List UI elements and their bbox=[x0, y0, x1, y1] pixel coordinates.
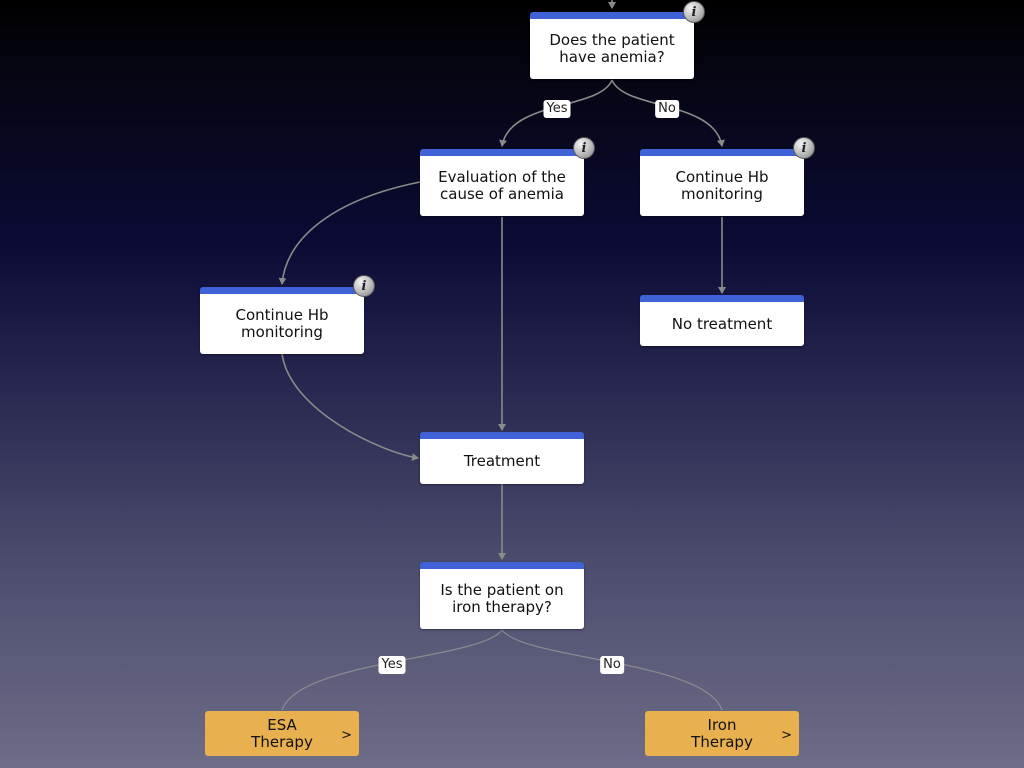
info-icon-continue-hb-right[interactable]: i bbox=[793, 137, 815, 159]
node-iron-question-label: Is the patient on iron therapy? bbox=[440, 581, 564, 616]
node-evaluation-label: Evaluation of the cause of anemia bbox=[438, 168, 566, 203]
node-continue-hb-right[interactable]: Continue Hb monitoring bbox=[640, 149, 804, 216]
node-evaluation[interactable]: Evaluation of the cause of anemia bbox=[420, 149, 584, 216]
node-continue-hb-left-label: Continue Hb monitoring bbox=[235, 306, 329, 341]
node-no-treatment[interactable]: No treatment bbox=[640, 295, 804, 346]
info-icon-continue-hb-left[interactable]: i bbox=[353, 275, 375, 297]
iron-therapy-button[interactable]: Iron Therapy > bbox=[645, 711, 799, 756]
chevron-right-icon: > bbox=[341, 727, 352, 743]
node-anemia-question-label: Does the patient have anemia? bbox=[549, 31, 675, 66]
edge-label-anemia-no: No bbox=[655, 100, 679, 118]
esa-therapy-label: ESA Therapy bbox=[251, 715, 313, 751]
node-continue-hb-left[interactable]: Continue Hb monitoring bbox=[200, 287, 364, 354]
connector-evaluation-to-continue-left bbox=[278, 181, 421, 285]
edge-label-iron-no: No bbox=[600, 656, 624, 674]
node-no-treatment-label: No treatment bbox=[671, 314, 773, 333]
node-continue-hb-right-label: Continue Hb monitoring bbox=[675, 168, 769, 203]
edge-label-iron-yes: Yes bbox=[378, 656, 406, 674]
info-icon-evaluation[interactable]: i bbox=[573, 137, 595, 159]
node-treatment[interactable]: Treatment bbox=[420, 432, 584, 484]
info-icon-anemia-question[interactable]: i bbox=[683, 1, 705, 23]
esa-therapy-button[interactable]: ESA Therapy > bbox=[205, 711, 359, 756]
iron-therapy-label: Iron Therapy bbox=[691, 715, 753, 751]
node-treatment-label: Treatment bbox=[463, 452, 541, 470]
connector-continue-left-to-treatment bbox=[281, 353, 419, 462]
edge-label-anemia-yes: Yes bbox=[543, 100, 571, 118]
node-anemia-question[interactable]: Does the patient have anemia? bbox=[530, 12, 694, 79]
node-iron-question[interactable]: Is the patient on iron therapy? bbox=[420, 562, 584, 629]
chevron-right-icon: > bbox=[781, 727, 792, 743]
